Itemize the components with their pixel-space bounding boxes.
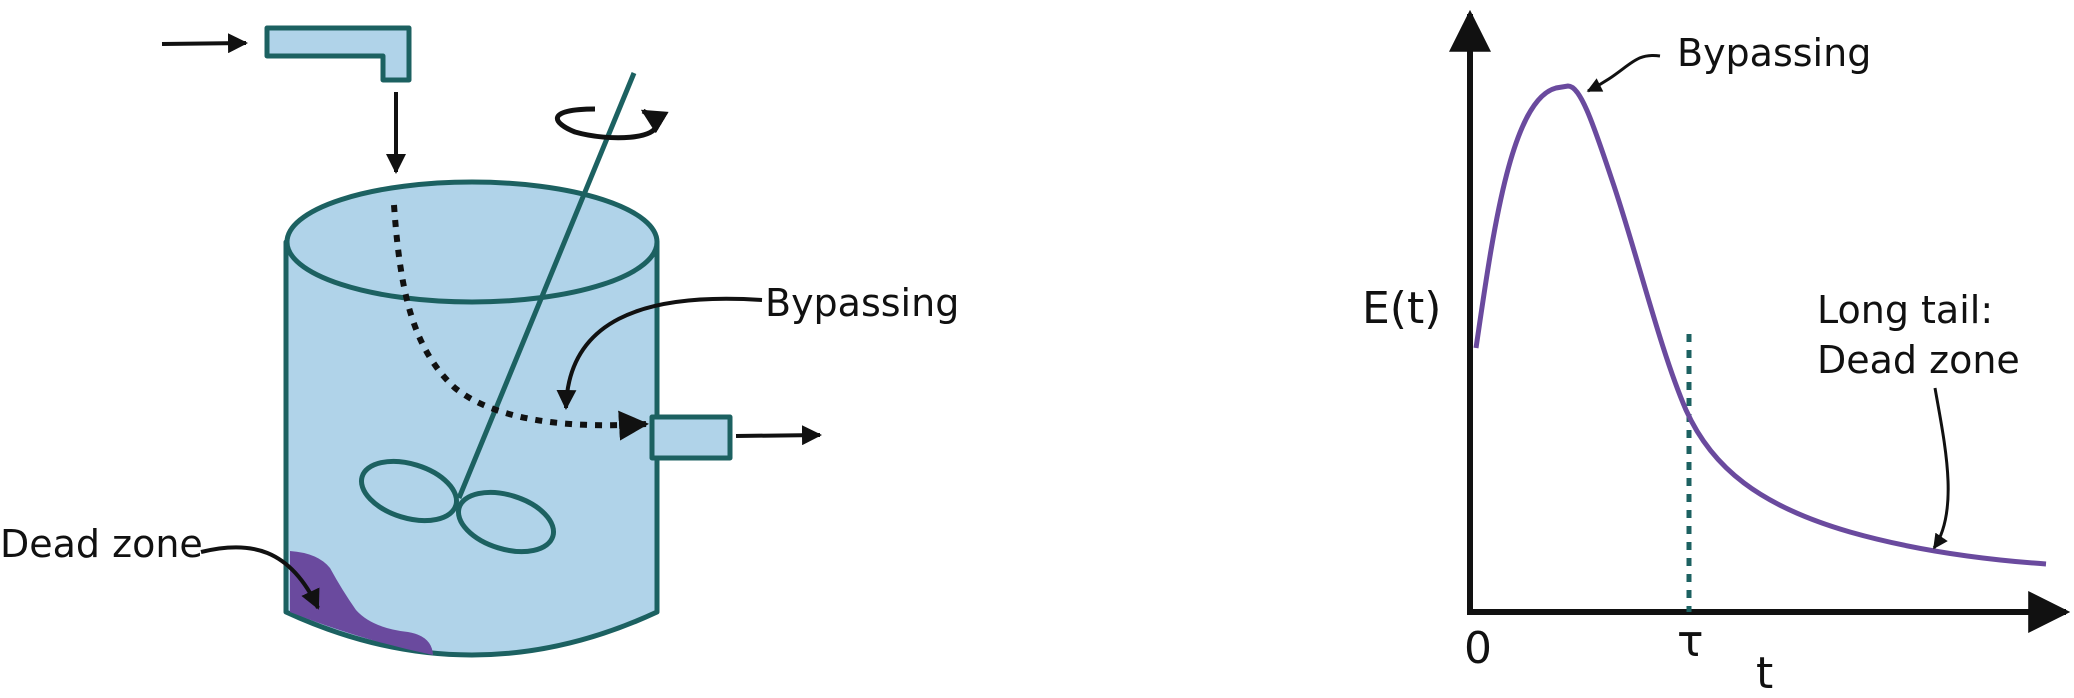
impeller-blade-right: [455, 489, 557, 555]
long-tail-label-line1: Long tail:: [1817, 288, 1993, 332]
tank-rim: [284, 179, 660, 305]
bypassing-pointer: [556, 296, 763, 410]
rotation-arrow: [498, 96, 658, 131]
reactor-diagram: Bypassing Dead zone: [0, 25, 959, 658]
outlet-nozzle: [650, 414, 733, 461]
y-axis-label: E(t): [1362, 283, 1441, 334]
long-tail-pointer: [1932, 387, 1950, 550]
origin-tick-label: 0: [1464, 623, 1492, 674]
rtd-plot: E(t) t 0 τ Bypassing Long tail: Dead zon…: [1362, 9, 2071, 698]
x-axis-label: t: [1756, 648, 1773, 693]
rtd-curve: [1473, 83, 2047, 567]
bypass-flow-path: [391, 204, 649, 441]
bypassing-label: Bypassing: [765, 281, 959, 325]
rotation-swirl: [555, 106, 669, 141]
outlet-arrow: [735, 425, 822, 446]
tank-body: [283, 239, 660, 658]
dead-zone-region: [290, 551, 433, 655]
dead-zone-label: Dead zone: [0, 522, 203, 566]
plot-bypassing-label: Bypassing: [1677, 31, 1871, 75]
tau-tick-label: τ: [1677, 616, 1704, 667]
impeller-shaft: [456, 72, 637, 499]
bypass-peak-pointer: [1586, 53, 1661, 93]
dead-zone-pointer: [200, 545, 320, 610]
long-tail-label-line2: Dead zone: [1817, 338, 2020, 382]
inlet-pipe: [264, 25, 412, 83]
inlet-arrow: [161, 33, 248, 54]
impeller-blade-left: [358, 458, 460, 524]
